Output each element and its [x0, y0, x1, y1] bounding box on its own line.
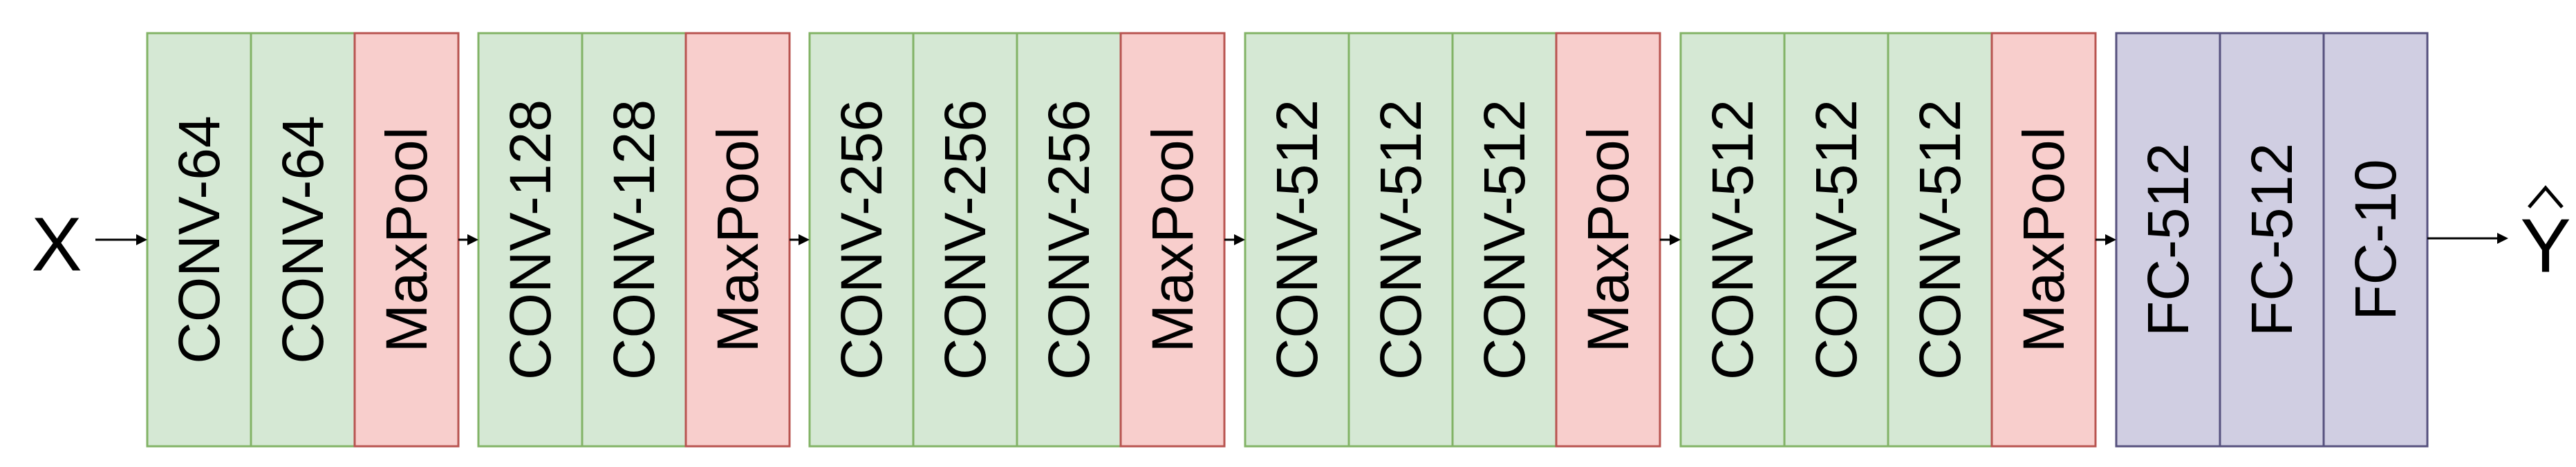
layer-box-pool: [353, 32, 460, 448]
layer-label-conv: CONV-512: [1804, 99, 1869, 380]
layer-label-fc: FC-512: [2239, 143, 2304, 336]
output-hat-accent: [2528, 185, 2564, 209]
layer-box-pool: [684, 32, 791, 448]
layer-label-conv: CONV-64: [167, 115, 232, 363]
layer-label-conv: CONV-512: [1368, 99, 1433, 380]
layer-box-conv: [1783, 32, 1889, 448]
layer-label-conv: CONV-512: [1264, 99, 1329, 380]
layer-box-fc: [2322, 32, 2429, 448]
input-label: X: [31, 202, 82, 287]
layer-box-conv: [808, 32, 915, 448]
layer-box-fc: [2115, 32, 2221, 448]
block-2: CONV-128 CONV-128 MaxPool: [477, 32, 791, 448]
block-5: CONV-512 CONV-512 CONV-512 MaxPool: [1679, 32, 2097, 448]
arrow-3: [1224, 234, 1245, 245]
block-3: CONV-256 CONV-256 CONV-256 MaxPool: [808, 32, 1226, 448]
block-4: CONV-512 CONV-512 CONV-512 MaxPool: [1244, 32, 1661, 448]
input-arrow: [95, 234, 147, 245]
output-label: Y: [2520, 204, 2570, 289]
layer-box-conv: [477, 32, 584, 448]
layer-box-conv: [1347, 32, 1454, 448]
arrow-2: [790, 234, 810, 245]
connection-arrows: [95, 233, 2508, 245]
block-1: CONV-64 CONV-64 MaxPool: [146, 32, 460, 448]
layer-label-pool: MaxPool: [1576, 127, 1641, 353]
arrow-5: [2096, 234, 2116, 245]
layer-box-conv: [1451, 32, 1558, 448]
layer-box-conv: [146, 32, 252, 448]
layer-box-conv: [1016, 32, 1122, 448]
layer-label-conv: CONV-64: [270, 115, 335, 363]
layer-box-pool: [1119, 32, 1226, 448]
hat-symbol: [2528, 185, 2564, 209]
layer-box-fc: [2219, 32, 2325, 448]
layer-label-fc: FC-512: [2136, 143, 2201, 336]
layer-label-fc: FC-10: [2343, 159, 2408, 320]
layer-label-pool: MaxPool: [374, 127, 439, 353]
layer-box-conv: [250, 32, 356, 448]
layer-blocks: CONV-64 CONV-64 MaxPool CONV-128 CONV-128 Max…: [146, 32, 2429, 448]
layer-box-pool: [1555, 32, 1661, 448]
layer-label-conv: CONV-512: [1700, 99, 1765, 380]
layer-box-conv: [912, 32, 1018, 448]
output-arrow: [2427, 233, 2508, 244]
layer-label-conv: CONV-256: [933, 99, 998, 380]
layer-label-conv: CONV-128: [498, 99, 563, 380]
block-6: FC-512 FC-512 FC-10: [2115, 32, 2429, 448]
layer-box-pool: [1990, 32, 2097, 448]
layer-box-conv: [581, 32, 687, 448]
arrow-1: [458, 234, 478, 245]
layer-label-pool: MaxPool: [1140, 127, 1205, 353]
layer-label-pool: MaxPool: [2011, 127, 2076, 353]
layer-label-conv: CONV-128: [601, 99, 666, 380]
layer-label-conv: CONV-256: [1036, 99, 1101, 380]
arrow-4: [1660, 234, 1681, 245]
layer-label-conv: CONV-512: [1472, 99, 1537, 380]
layer-box-conv: [1887, 32, 1993, 448]
layer-label-conv: CONV-512: [1907, 99, 1972, 380]
layer-label-conv: CONV-256: [829, 99, 894, 380]
layer-label-pool: MaxPool: [705, 127, 770, 353]
